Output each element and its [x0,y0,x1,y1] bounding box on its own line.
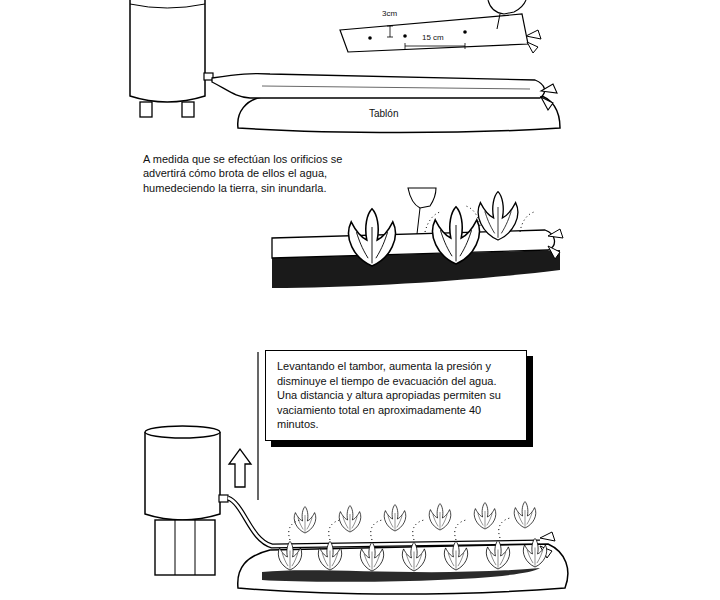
pin [417,208,420,234]
lift-arrow [229,449,251,487]
water-spray [289,518,510,540]
middle-scene [272,188,563,288]
water-spray [425,206,534,232]
stand [155,520,215,575]
dimension-line [387,26,393,37]
drum-top [145,426,220,438]
note-box: Levantando el tambor, aumenta la presión… [265,350,527,441]
drum-leg [182,102,194,117]
lettuce [384,505,406,531]
drum-leg [140,102,152,117]
drum [145,432,220,520]
hose-inner [228,498,540,546]
hole [463,30,467,34]
lettuce [402,542,425,571]
drum [130,0,205,102]
hose-tie [526,30,541,53]
lettuce [429,504,451,530]
lettuce [444,541,467,570]
hose [228,498,540,546]
note-text: A medida que se efectúan los orificios s… [143,152,358,195]
hose-strip [340,14,528,52]
lettuce [278,541,301,570]
leader-line [257,352,258,500]
note-text: Levantando el tambor, aumenta la presión… [277,359,515,432]
bed [238,95,560,133]
dimension-label: 15 cm [422,33,444,43]
hose [212,74,545,98]
hand [488,0,526,14]
lettuce [514,502,536,528]
lettuce [339,506,361,532]
part-name: Tablón [369,107,398,120]
pin [497,14,500,29]
hose-tie [548,229,563,259]
lettuce [478,192,518,240]
hose-fold [262,86,530,89]
hose-tie [541,84,557,110]
lettuce [474,503,496,529]
lettuce [349,209,396,266]
lettuce [523,538,546,567]
stand-blocks [175,520,195,575]
top-scene [130,0,560,133]
faucet [219,495,228,502]
drum-rim [130,4,205,8]
hand [408,188,436,208]
hose [272,230,554,258]
lettuce [360,542,383,571]
lettuce [294,507,316,533]
lettuce [318,541,341,570]
soil [262,568,540,582]
dimension-line [405,43,465,49]
dimension-label: 3cm [382,9,397,19]
lettuce [433,207,480,264]
lettuce [486,540,509,569]
hole [368,36,372,40]
hole [403,34,407,38]
